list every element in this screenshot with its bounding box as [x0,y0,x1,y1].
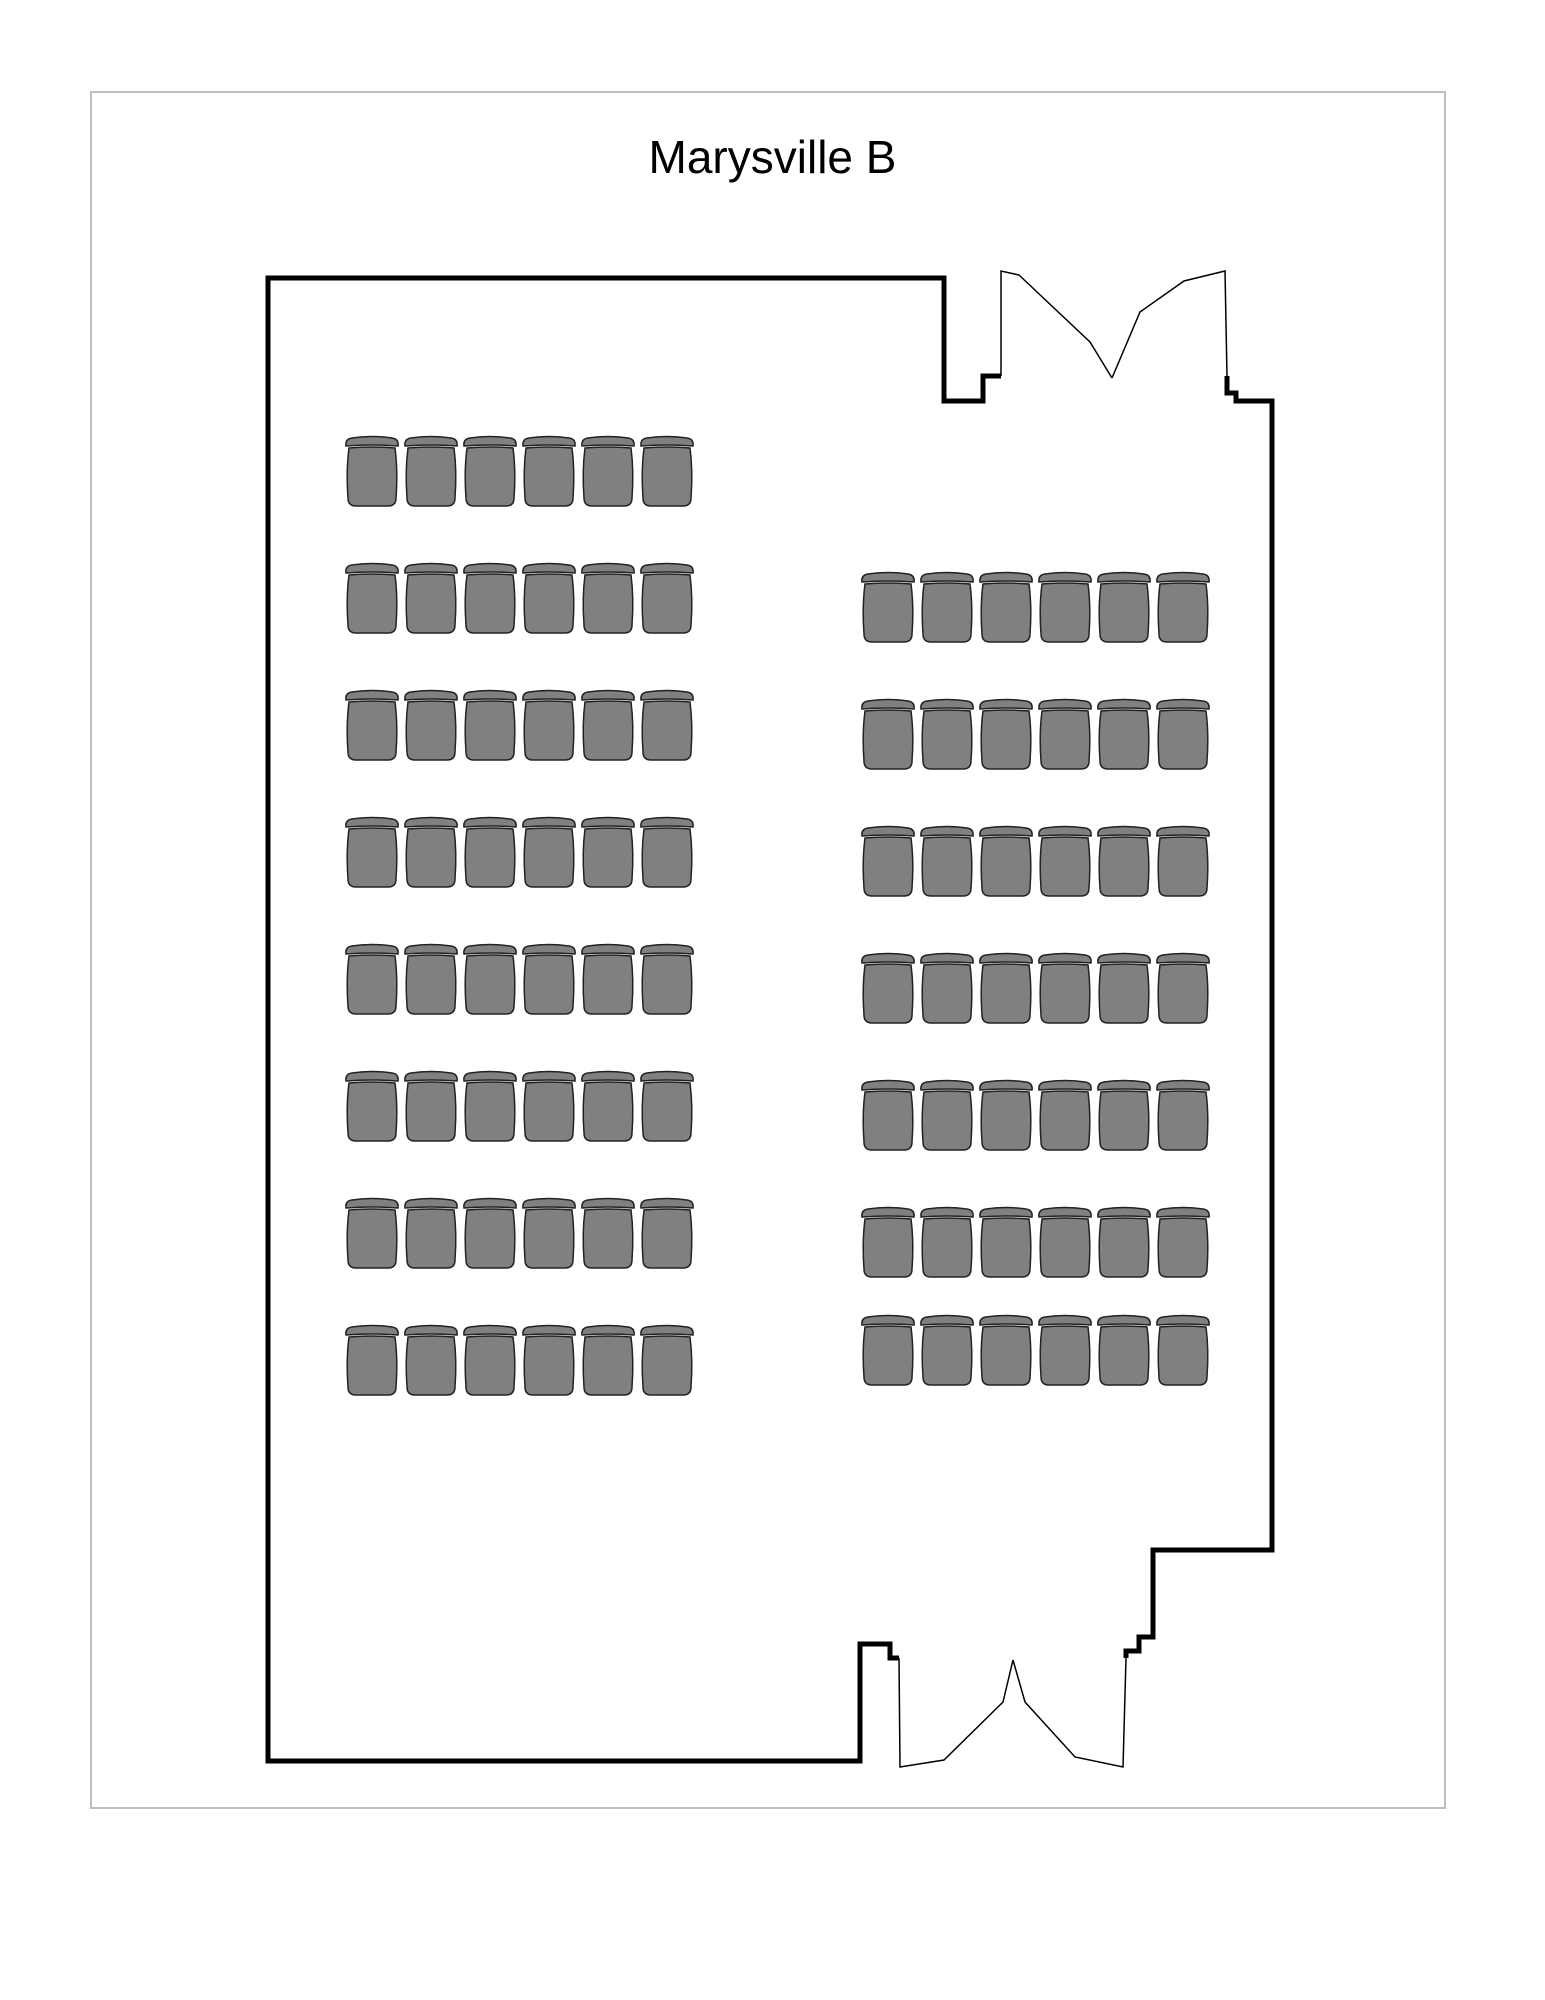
right-seat-row-5-seat-3 [979,1079,1033,1151]
right-seat-row-1-seat-3 [979,571,1033,643]
left-seat-row-2-seat-2 [404,562,458,634]
left-seat-row-5-seat-6 [640,943,694,1015]
left-seat-row-6-seat-3 [463,1070,517,1142]
bottom-double-door [898,1657,1127,1768]
right-seat-row-5-seat-6 [1156,1079,1210,1151]
left-seat-row-6-seat-5 [581,1070,635,1142]
left-seat-row-6-seat-6 [640,1070,694,1142]
room-walls-right [941,345,1001,404]
left-seat-row-2-seat-1 [345,562,399,634]
right-seat-row-6-seat-5 [1097,1206,1151,1278]
top-right-double-door [1000,270,1228,379]
right-seat-row-4-seat-3 [979,952,1033,1024]
plan-frame [90,91,1446,1809]
right-seat-row-7-seat-5 [1097,1314,1151,1386]
left-seat-row-8-seat-6 [640,1324,694,1396]
right-seat-row-2-seat-4 [1038,698,1092,770]
right-seat-row-1-seat-5 [1097,571,1151,643]
left-seat-row-7-seat-1 [345,1197,399,1269]
left-seat-row-7-seat-6 [640,1197,694,1269]
right-seat-row-6-seat-4 [1038,1206,1092,1278]
room-title: Marysville B [648,131,897,183]
right-seat-row-7-seat-4 [1038,1314,1092,1386]
right-seat-row-4-seat-2 [920,952,974,1024]
right-seat-row-5-seat-4 [1038,1079,1092,1151]
right-seat-row-3-seat-2 [920,825,974,897]
right-seat-row-3-seat-5 [1097,825,1151,897]
left-seat-row-5-seat-2 [404,943,458,1015]
left-seat-row-5-seat-1 [345,943,399,1015]
right-seat-row-5-seat-1 [861,1079,915,1151]
left-seat-row-4-seat-4 [522,816,576,888]
left-seat-row-5-seat-3 [463,943,517,1015]
left-seat-row-6-seat-1 [345,1070,399,1142]
left-seat-row-4-seat-2 [404,816,458,888]
right-seat-row-3-seat-1 [861,825,915,897]
right-seat-row-1-seat-6 [1156,571,1210,643]
right-seat-row-1-seat-1 [861,571,915,643]
left-seat-row-1-seat-3 [463,435,517,507]
right-seat-row-4-seat-4 [1038,952,1092,1024]
right-seat-row-4-seat-6 [1156,952,1210,1024]
left-seat-row-4-seat-3 [463,816,517,888]
left-seat-row-1-seat-4 [522,435,576,507]
right-seat-row-1-seat-4 [1038,571,1092,643]
left-seat-row-8-seat-3 [463,1324,517,1396]
right-seat-row-7-seat-3 [979,1314,1033,1386]
left-seat-row-5-seat-4 [522,943,576,1015]
left-seat-row-2-seat-4 [522,562,576,634]
right-seat-row-5-seat-5 [1097,1079,1151,1151]
left-seat-row-3-seat-3 [463,689,517,761]
left-seat-row-8-seat-5 [581,1324,635,1396]
left-seat-row-1-seat-2 [404,435,458,507]
right-seat-row-2-seat-2 [920,698,974,770]
right-seat-row-6-seat-2 [920,1206,974,1278]
right-seat-row-3-seat-3 [979,825,1033,897]
right-seat-row-1-seat-2 [920,571,974,643]
right-seat-row-2-seat-1 [861,698,915,770]
left-seat-row-3-seat-6 [640,689,694,761]
right-seat-row-2-seat-5 [1097,698,1151,770]
room-walls [265,275,947,1764]
left-seat-row-1-seat-5 [581,435,635,507]
right-seat-row-7-seat-6 [1156,1314,1210,1386]
left-seat-row-4-seat-5 [581,816,635,888]
left-seat-row-8-seat-2 [404,1324,458,1396]
right-seat-row-7-seat-2 [920,1314,974,1386]
right-seat-row-6-seat-1 [861,1206,915,1278]
left-seat-row-7-seat-2 [404,1197,458,1269]
right-seat-row-4-seat-5 [1097,952,1151,1024]
left-seat-row-8-seat-1 [345,1324,399,1396]
left-seat-row-1-seat-6 [640,435,694,507]
left-seat-row-4-seat-1 [345,816,399,888]
room-walls-east [1123,376,1275,1658]
left-seat-row-4-seat-6 [640,816,694,888]
left-seat-row-7-seat-4 [522,1197,576,1269]
left-seat-row-7-seat-3 [463,1197,517,1269]
right-seat-row-3-seat-4 [1038,825,1092,897]
left-seat-row-7-seat-5 [581,1197,635,1269]
right-seat-row-6-seat-3 [979,1206,1033,1278]
left-seat-row-2-seat-6 [640,562,694,634]
right-seat-row-3-seat-6 [1156,825,1210,897]
left-seat-row-1-seat-1 [345,435,399,507]
right-seat-row-7-seat-1 [861,1314,915,1386]
left-seat-row-6-seat-4 [522,1070,576,1142]
right-seat-row-6-seat-6 [1156,1206,1210,1278]
left-seat-row-8-seat-4 [522,1324,576,1396]
left-seat-row-6-seat-2 [404,1070,458,1142]
left-seat-row-2-seat-3 [463,562,517,634]
right-seat-row-5-seat-2 [920,1079,974,1151]
left-seat-row-3-seat-1 [345,689,399,761]
left-seat-row-3-seat-5 [581,689,635,761]
left-seat-row-2-seat-5 [581,562,635,634]
left-seat-row-3-seat-4 [522,689,576,761]
left-seat-row-3-seat-2 [404,689,458,761]
right-seat-row-4-seat-1 [861,952,915,1024]
right-seat-row-2-seat-6 [1156,698,1210,770]
seats-layer [345,435,1210,1396]
left-seat-row-5-seat-5 [581,943,635,1015]
right-seat-row-2-seat-3 [979,698,1033,770]
